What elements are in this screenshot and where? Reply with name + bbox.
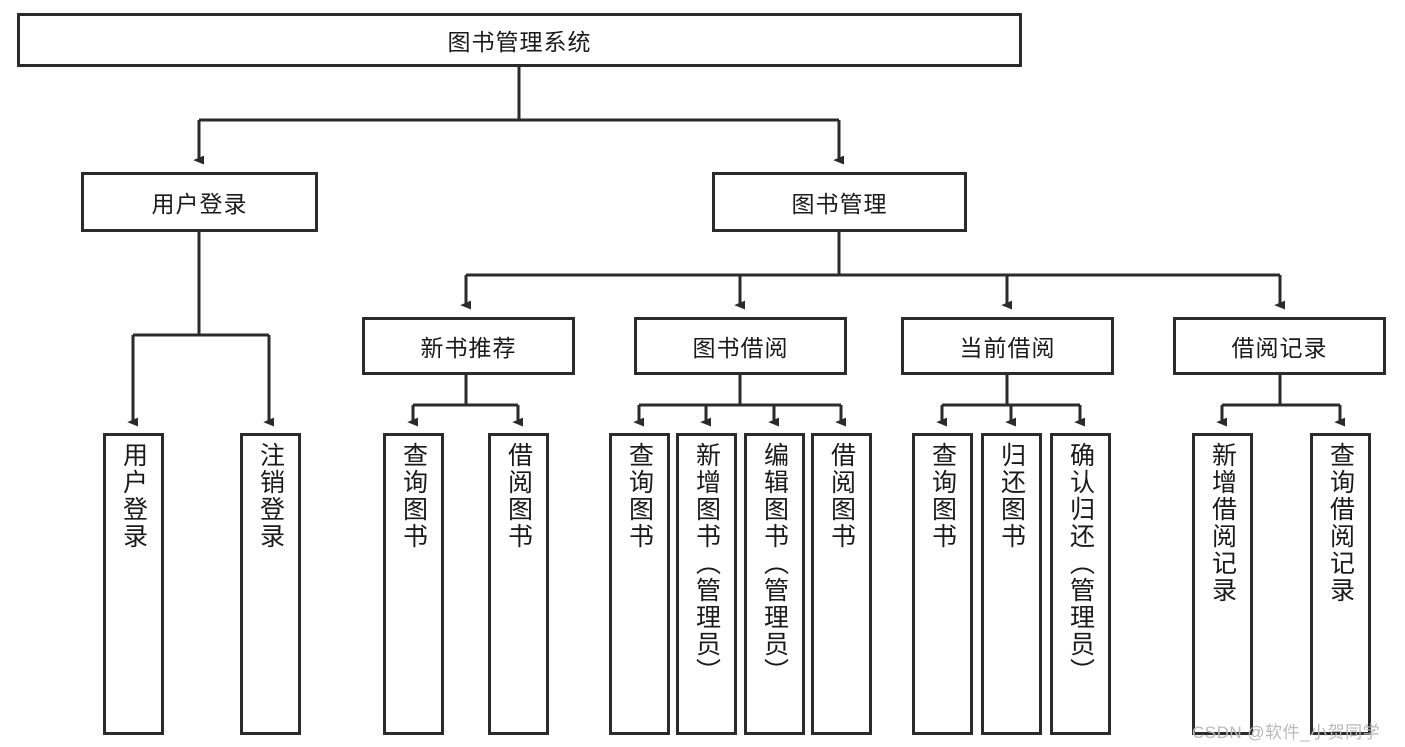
node-root-label: 图书管理系统: [447, 29, 592, 55]
node-borrow-records[interactable]: 借阅记录: [1173, 317, 1386, 375]
node-new-book-recommend[interactable]: 新书推荐: [362, 317, 575, 375]
leaf-add-book-admin-label: 新增图书（管理员）: [692, 442, 721, 685]
leaf-query-book-borrow[interactable]: 查询图书: [609, 433, 670, 735]
leaf-edit-book-admin[interactable]: 编辑图书（管理员）: [744, 433, 805, 735]
node-root[interactable]: 图书管理系统: [17, 13, 1022, 67]
node-book-management[interactable]: 图书管理: [712, 172, 967, 232]
leaf-query-borrow-record-label: 查询借阅记录: [1326, 442, 1355, 604]
node-user-login[interactable]: 用户登录: [81, 172, 318, 232]
leaf-add-borrow-record[interactable]: 新增借阅记录: [1192, 433, 1253, 735]
leaf-query-book-newbook[interactable]: 查询图书: [383, 433, 444, 735]
watermark: CSDN @软件_小贺同学: [1192, 723, 1381, 742]
leaf-add-borrow-record-label: 新增借阅记录: [1208, 442, 1237, 604]
leaf-borrow-book-newbook[interactable]: 借阅图书: [488, 433, 549, 735]
node-book-borrow[interactable]: 图书借阅: [634, 317, 847, 375]
leaf-return-book[interactable]: 归还图书: [981, 433, 1042, 735]
leaf-query-book-borrow-label: 查询图书: [625, 442, 654, 550]
node-book-management-label: 图书管理: [791, 191, 888, 217]
leaf-return-book-label: 归还图书: [997, 442, 1026, 550]
node-new-book-recommend-label: 新书推荐: [420, 335, 517, 361]
leaf-borrow-book-borrow[interactable]: 借阅图书: [811, 433, 872, 735]
leaf-user-login-label: 用户登录: [119, 442, 148, 550]
leaf-confirm-return-admin[interactable]: 确认归还（管理员）: [1050, 433, 1111, 735]
leaf-edit-book-admin-label: 编辑图书（管理员）: [760, 442, 789, 685]
node-book-borrow-label: 图书借阅: [692, 335, 789, 361]
node-borrow-records-label: 借阅记录: [1231, 335, 1328, 361]
leaf-user-login[interactable]: 用户登录: [103, 433, 164, 735]
leaf-borrow-book-newbook-label: 借阅图书: [504, 442, 533, 550]
node-current-borrow-label: 当前借阅: [959, 335, 1056, 361]
leaf-query-book-current-label: 查询图书: [928, 442, 957, 550]
leaf-logout-label: 注销登录: [256, 442, 285, 550]
leaf-logout[interactable]: 注销登录: [240, 433, 301, 735]
leaf-query-book-newbook-label: 查询图书: [399, 442, 428, 550]
leaf-add-book-admin[interactable]: 新增图书（管理员）: [676, 433, 737, 735]
leaf-query-borrow-record[interactable]: 查询借阅记录: [1310, 433, 1371, 735]
leaf-confirm-return-admin-label: 确认归还（管理员）: [1066, 442, 1095, 685]
node-user-login-label: 用户登录: [151, 191, 248, 217]
node-current-borrow[interactable]: 当前借阅: [901, 317, 1114, 375]
leaf-query-book-current[interactable]: 查询图书: [912, 433, 973, 735]
leaf-borrow-book-borrow-label: 借阅图书: [827, 442, 856, 550]
